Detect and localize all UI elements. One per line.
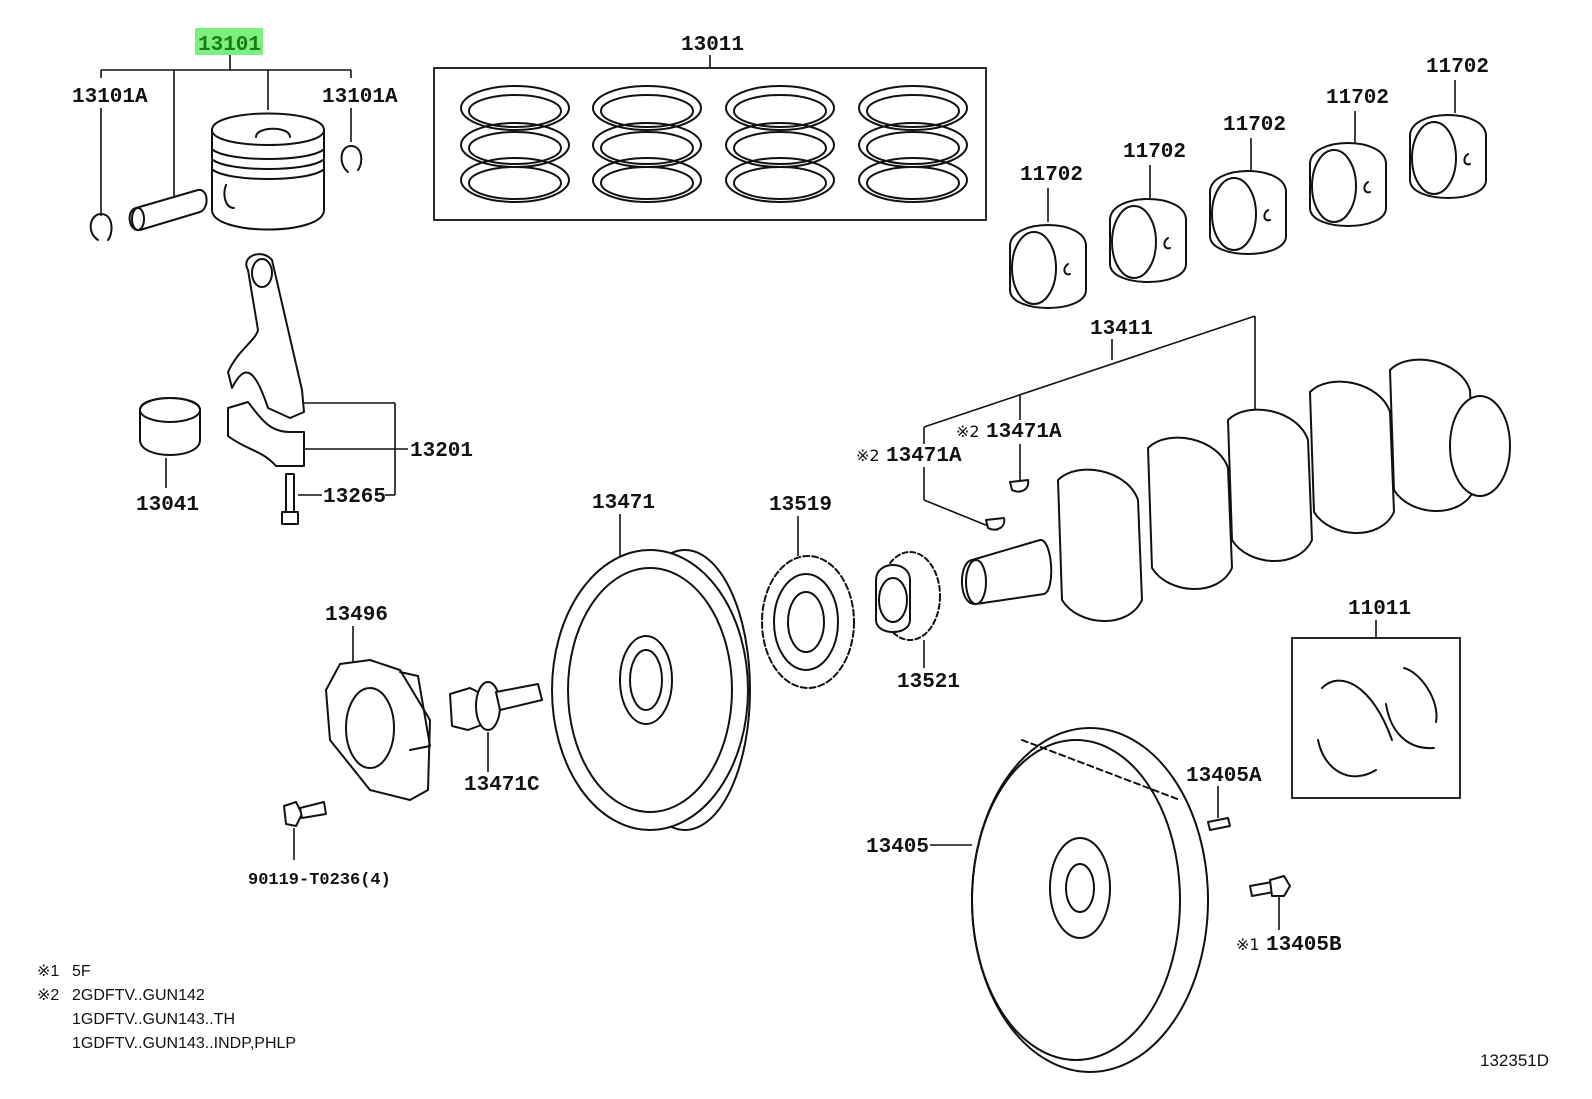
- crank-web: [1057, 468, 1143, 622]
- connecting-rod: [227, 253, 305, 467]
- flywheel: [971, 727, 1209, 1073]
- label-11702-4[interactable]: 11702: [1326, 87, 1389, 110]
- pulley-bolt: [449, 681, 543, 731]
- label-13011[interactable]: 13011: [681, 34, 744, 57]
- label-11702-3[interactable]: 11702: [1223, 114, 1286, 137]
- highlight-13101: [195, 28, 263, 55]
- label-13405A[interactable]: 13405A: [1186, 765, 1262, 788]
- piston-ring-stack: [725, 85, 835, 203]
- piston: [211, 112, 325, 231]
- crank-pulley: [551, 549, 751, 831]
- piston-ring-stack: [460, 85, 570, 203]
- label-13265[interactable]: 13265: [323, 486, 386, 509]
- label-13101A-left[interactable]: 13101A: [72, 86, 148, 109]
- flywheel-bolt: [1249, 875, 1291, 897]
- crank-web: [1147, 436, 1233, 590]
- leader-13101: [100, 55, 352, 216]
- crank-web: [1227, 408, 1313, 562]
- label-13411[interactable]: 13411: [1090, 318, 1153, 341]
- note-mark-13471A-lower: ※2: [856, 446, 880, 465]
- crank-sprocket: [875, 551, 941, 641]
- label-11702-5[interactable]: 11702: [1426, 56, 1489, 79]
- piston-snap-ring-right: [340, 145, 363, 173]
- label-11702-1[interactable]: 11702: [1020, 164, 1083, 187]
- label-13405[interactable]: 13405: [866, 836, 929, 859]
- piston-ring-stack: [592, 85, 702, 203]
- label-13405B[interactable]: 13405B: [1266, 934, 1342, 957]
- crankshaft: [960, 358, 1511, 622]
- footnote-mark-2: ※2: [37, 987, 59, 1004]
- label-13101[interactable]: 13101: [198, 34, 261, 57]
- label-13201[interactable]: 13201: [410, 440, 473, 463]
- label-13101A-right[interactable]: 13101A: [322, 86, 398, 109]
- plate-bolt: [283, 801, 327, 827]
- crank-gear: [761, 555, 855, 689]
- label-13496[interactable]: 13496: [325, 604, 388, 627]
- label-13521[interactable]: 13521: [897, 671, 960, 694]
- label-13041[interactable]: 13041: [136, 494, 199, 517]
- crank-key-upper: [1009, 479, 1030, 493]
- crank-bearing: [1209, 138, 1287, 255]
- label-11011[interactable]: 11011: [1348, 598, 1411, 621]
- crank-bearings: [1009, 80, 1487, 309]
- leader-13201: [298, 402, 408, 496]
- piston-pin: [128, 188, 208, 232]
- pulley-plate: [325, 659, 431, 801]
- footnote-mark-1: ※1: [37, 963, 59, 980]
- footnotes: ※1 5F ※2 2GDFTV..GUN142 1GDFTV..GUN143..…: [37, 963, 296, 1052]
- label-13519[interactable]: 13519: [769, 494, 832, 517]
- crank-bearing: [1109, 165, 1187, 283]
- label-11702-2[interactable]: 11702: [1123, 141, 1186, 164]
- crank-bearing: [1009, 188, 1087, 309]
- piston-ring-box: [433, 67, 987, 221]
- connecting-rod-bolt: [281, 473, 299, 525]
- crank-web: [1309, 380, 1395, 534]
- crank-key-lower: [985, 517, 1006, 531]
- connecting-rod-bearing: [139, 397, 201, 456]
- label-13471C[interactable]: 13471C: [464, 774, 540, 797]
- note-mark-13471A-upper: ※2: [956, 422, 980, 441]
- label-13471A-upper[interactable]: 13471A: [986, 421, 1062, 444]
- piston-ring-stack: [858, 85, 968, 203]
- note-mark-13405B: ※1: [1236, 935, 1260, 954]
- piston-ring-set: [460, 85, 968, 203]
- crank-bearing: [1409, 80, 1487, 199]
- diagram-code: 132351D: [1480, 1051, 1549, 1070]
- footnote-text-2: 2GDFTV..GUN142: [72, 987, 205, 1004]
- thrust-washer-box: [1291, 637, 1461, 799]
- leader-13411: [923, 315, 1256, 531]
- crank-bearing: [1309, 111, 1387, 227]
- crank-flange: [1449, 395, 1511, 497]
- piston-snap-ring-left: [89, 213, 113, 241]
- footnote-text-3: 1GDFTV..GUN143..TH: [72, 1011, 235, 1028]
- footnote-text-1: 5F: [72, 963, 91, 980]
- label-13471A-lower[interactable]: 13471A: [886, 445, 962, 468]
- footnote-text-4: 1GDFTV..GUN143..INDP,PHLP: [72, 1035, 296, 1052]
- crank-thrust-washers: [1317, 667, 1438, 778]
- flywheel-pin: [1207, 817, 1231, 831]
- label-90119-T0236[interactable]: 90119-T0236(4): [248, 871, 391, 890]
- label-13471[interactable]: 13471: [592, 492, 655, 515]
